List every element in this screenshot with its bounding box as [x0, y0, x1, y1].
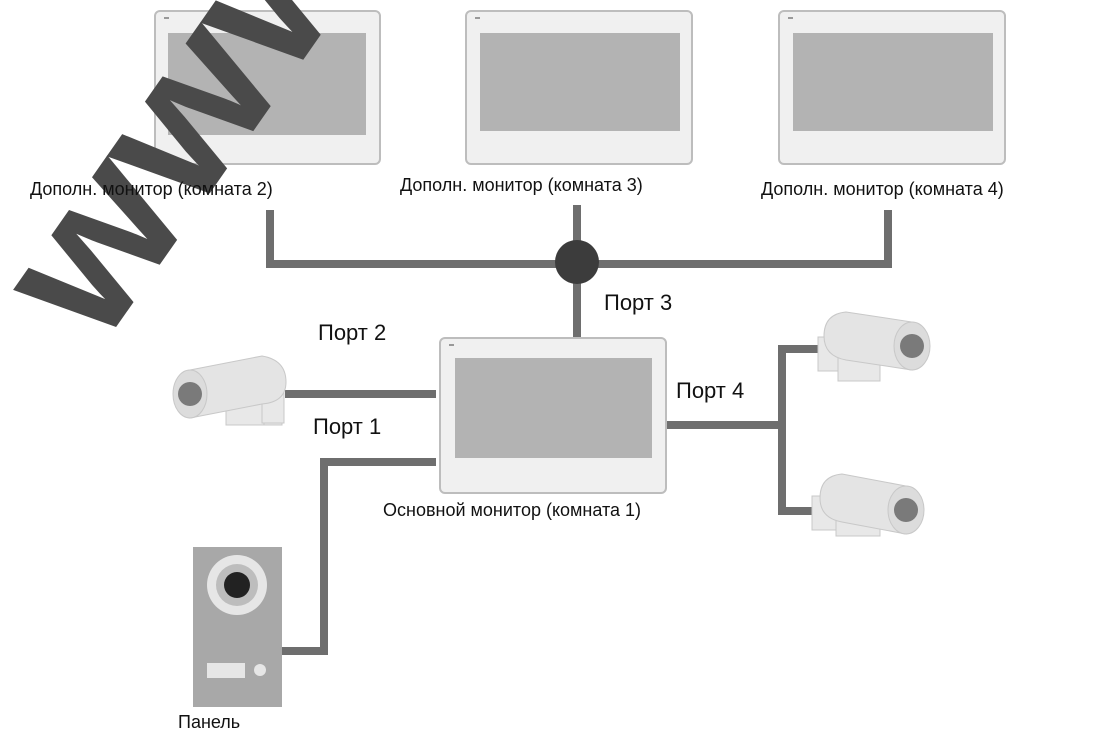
label-main-monitor: Основной монитор (комната 1) [383, 500, 641, 520]
cable-hub [555, 240, 599, 284]
camera-left [172, 355, 287, 426]
label-monitor-room-2: Дополн. монитор (комната 2) [30, 179, 273, 199]
label-panel: Панель [178, 712, 240, 732]
cable-port4-split [778, 345, 818, 515]
label-port-3: Порт 3 [604, 290, 672, 315]
cable-panel-port1 [282, 458, 436, 655]
camera-right-bottom [811, 473, 925, 537]
monitor-room-3 [465, 10, 693, 165]
door-panel [193, 547, 282, 707]
label-port-1: Порт 1 [313, 414, 381, 439]
monitor-room-4 [778, 10, 1006, 165]
label-port-4: Порт 4 [676, 378, 744, 403]
label-monitor-room-3: Дополн. монитор (комната 3) [400, 175, 643, 195]
label-port-2: Порт 2 [318, 320, 386, 345]
monitor-room-2 [154, 10, 381, 165]
main-monitor [439, 337, 667, 494]
label-monitor-room-4: Дополн. монитор (комната 4) [761, 179, 1004, 199]
camera-right-top [817, 311, 931, 382]
